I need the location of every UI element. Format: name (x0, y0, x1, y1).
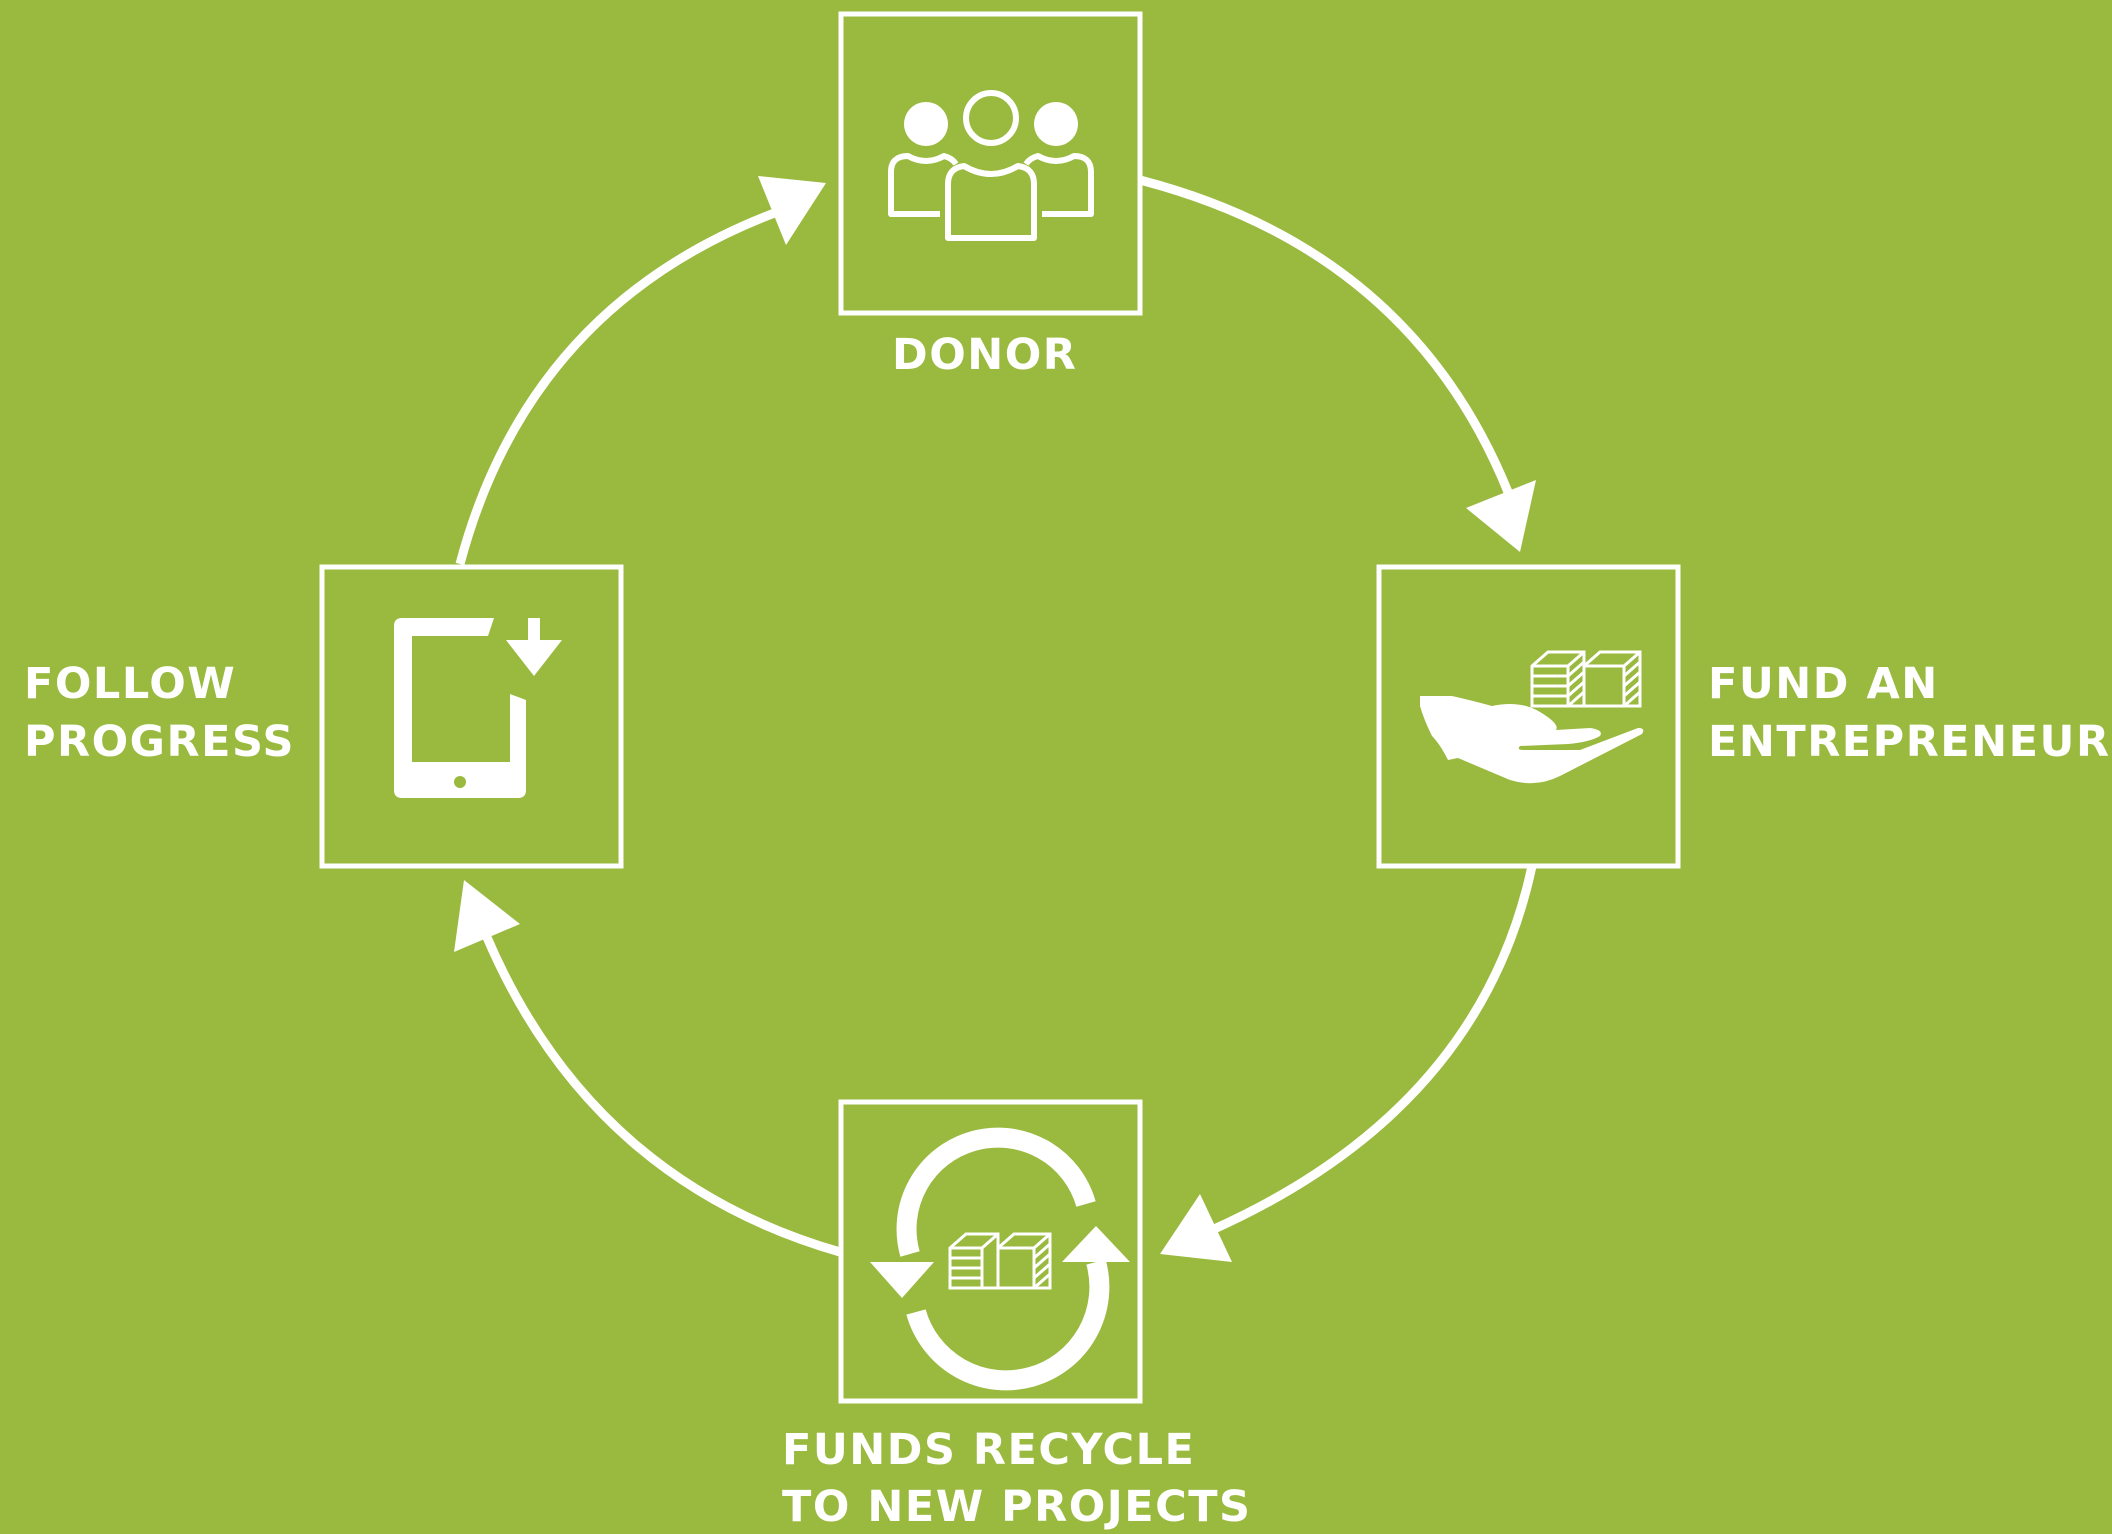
arrow-follow-to-donor (455, 203, 790, 566)
arrow-donor-to-fund (1138, 175, 1513, 494)
arrowhead-donor (758, 176, 826, 245)
node-box-recycle (838, 1099, 1143, 1404)
people-group-icon (888, 90, 1094, 241)
node-label-fund: FUND AN ENTREPRENEUR (1708, 659, 2111, 767)
recycle-cash-icon (870, 1127, 1130, 1391)
node-label-recycle: FUNDS RECYCLE TO NEW PROJECTS (782, 1425, 1252, 1532)
node-box-donor (838, 11, 1143, 316)
node-label-follow: FOLLOW PROGRESS (24, 659, 295, 767)
arrowhead-recycle (1160, 1194, 1232, 1262)
node-label-donor: DONOR (892, 330, 1078, 380)
arrowhead-follow (454, 880, 520, 952)
node-box-follow (319, 564, 624, 869)
arrowhead-fund (1466, 480, 1536, 552)
arrow-recycle-to-follow (481, 933, 842, 1257)
node-box-fund (1376, 564, 1681, 869)
arrow-fund-to-recycle (1210, 865, 1537, 1235)
hand-cash-icon (1420, 650, 1644, 784)
tablet-download-icon (394, 618, 562, 798)
